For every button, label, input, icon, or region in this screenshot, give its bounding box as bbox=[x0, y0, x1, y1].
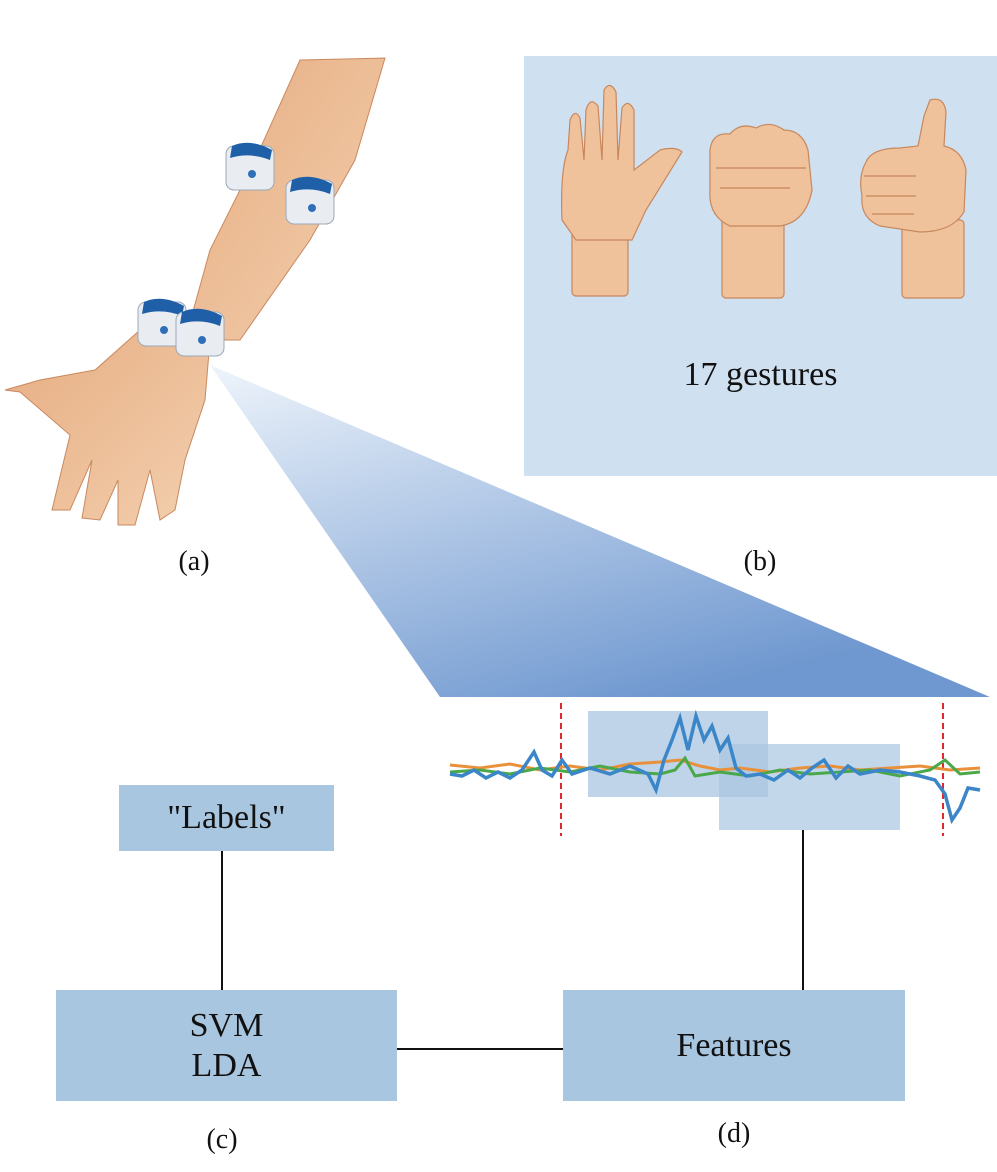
caption-d: (d) bbox=[717, 1118, 751, 1149]
caption-c: (c) bbox=[206, 1124, 238, 1155]
features-text: Features bbox=[676, 1026, 792, 1064]
features-box: Features bbox=[563, 990, 905, 1101]
sensor-icon bbox=[175, 308, 225, 357]
sensor-icon bbox=[285, 176, 335, 225]
connector-window-features bbox=[802, 830, 804, 990]
labels-box: "Labels" bbox=[119, 785, 334, 851]
window-2 bbox=[719, 744, 900, 830]
labels-text: "Labels" bbox=[167, 799, 286, 836]
classifier-box: SVM LDA bbox=[56, 990, 397, 1101]
sensor-icon bbox=[225, 142, 275, 191]
gesture-count-label: 17 gestures bbox=[683, 356, 838, 393]
connector-classifier-features bbox=[397, 1048, 563, 1050]
arm-hand bbox=[4, 329, 211, 526]
connector-labels-classifier bbox=[221, 851, 223, 990]
arm-illustration bbox=[4, 57, 386, 526]
open-hand-icon bbox=[561, 84, 683, 297]
thumbs-up-icon bbox=[860, 98, 967, 299]
classifier-lda: LDA bbox=[191, 1046, 262, 1084]
emg-trace-blue bbox=[449, 709, 981, 825]
classifier-svm: SVM bbox=[189, 1006, 264, 1044]
sensor-icon bbox=[137, 298, 187, 347]
caption-b: (b) bbox=[743, 546, 777, 577]
fist-icon bbox=[709, 123, 813, 299]
caption-a: (a) bbox=[178, 546, 210, 577]
